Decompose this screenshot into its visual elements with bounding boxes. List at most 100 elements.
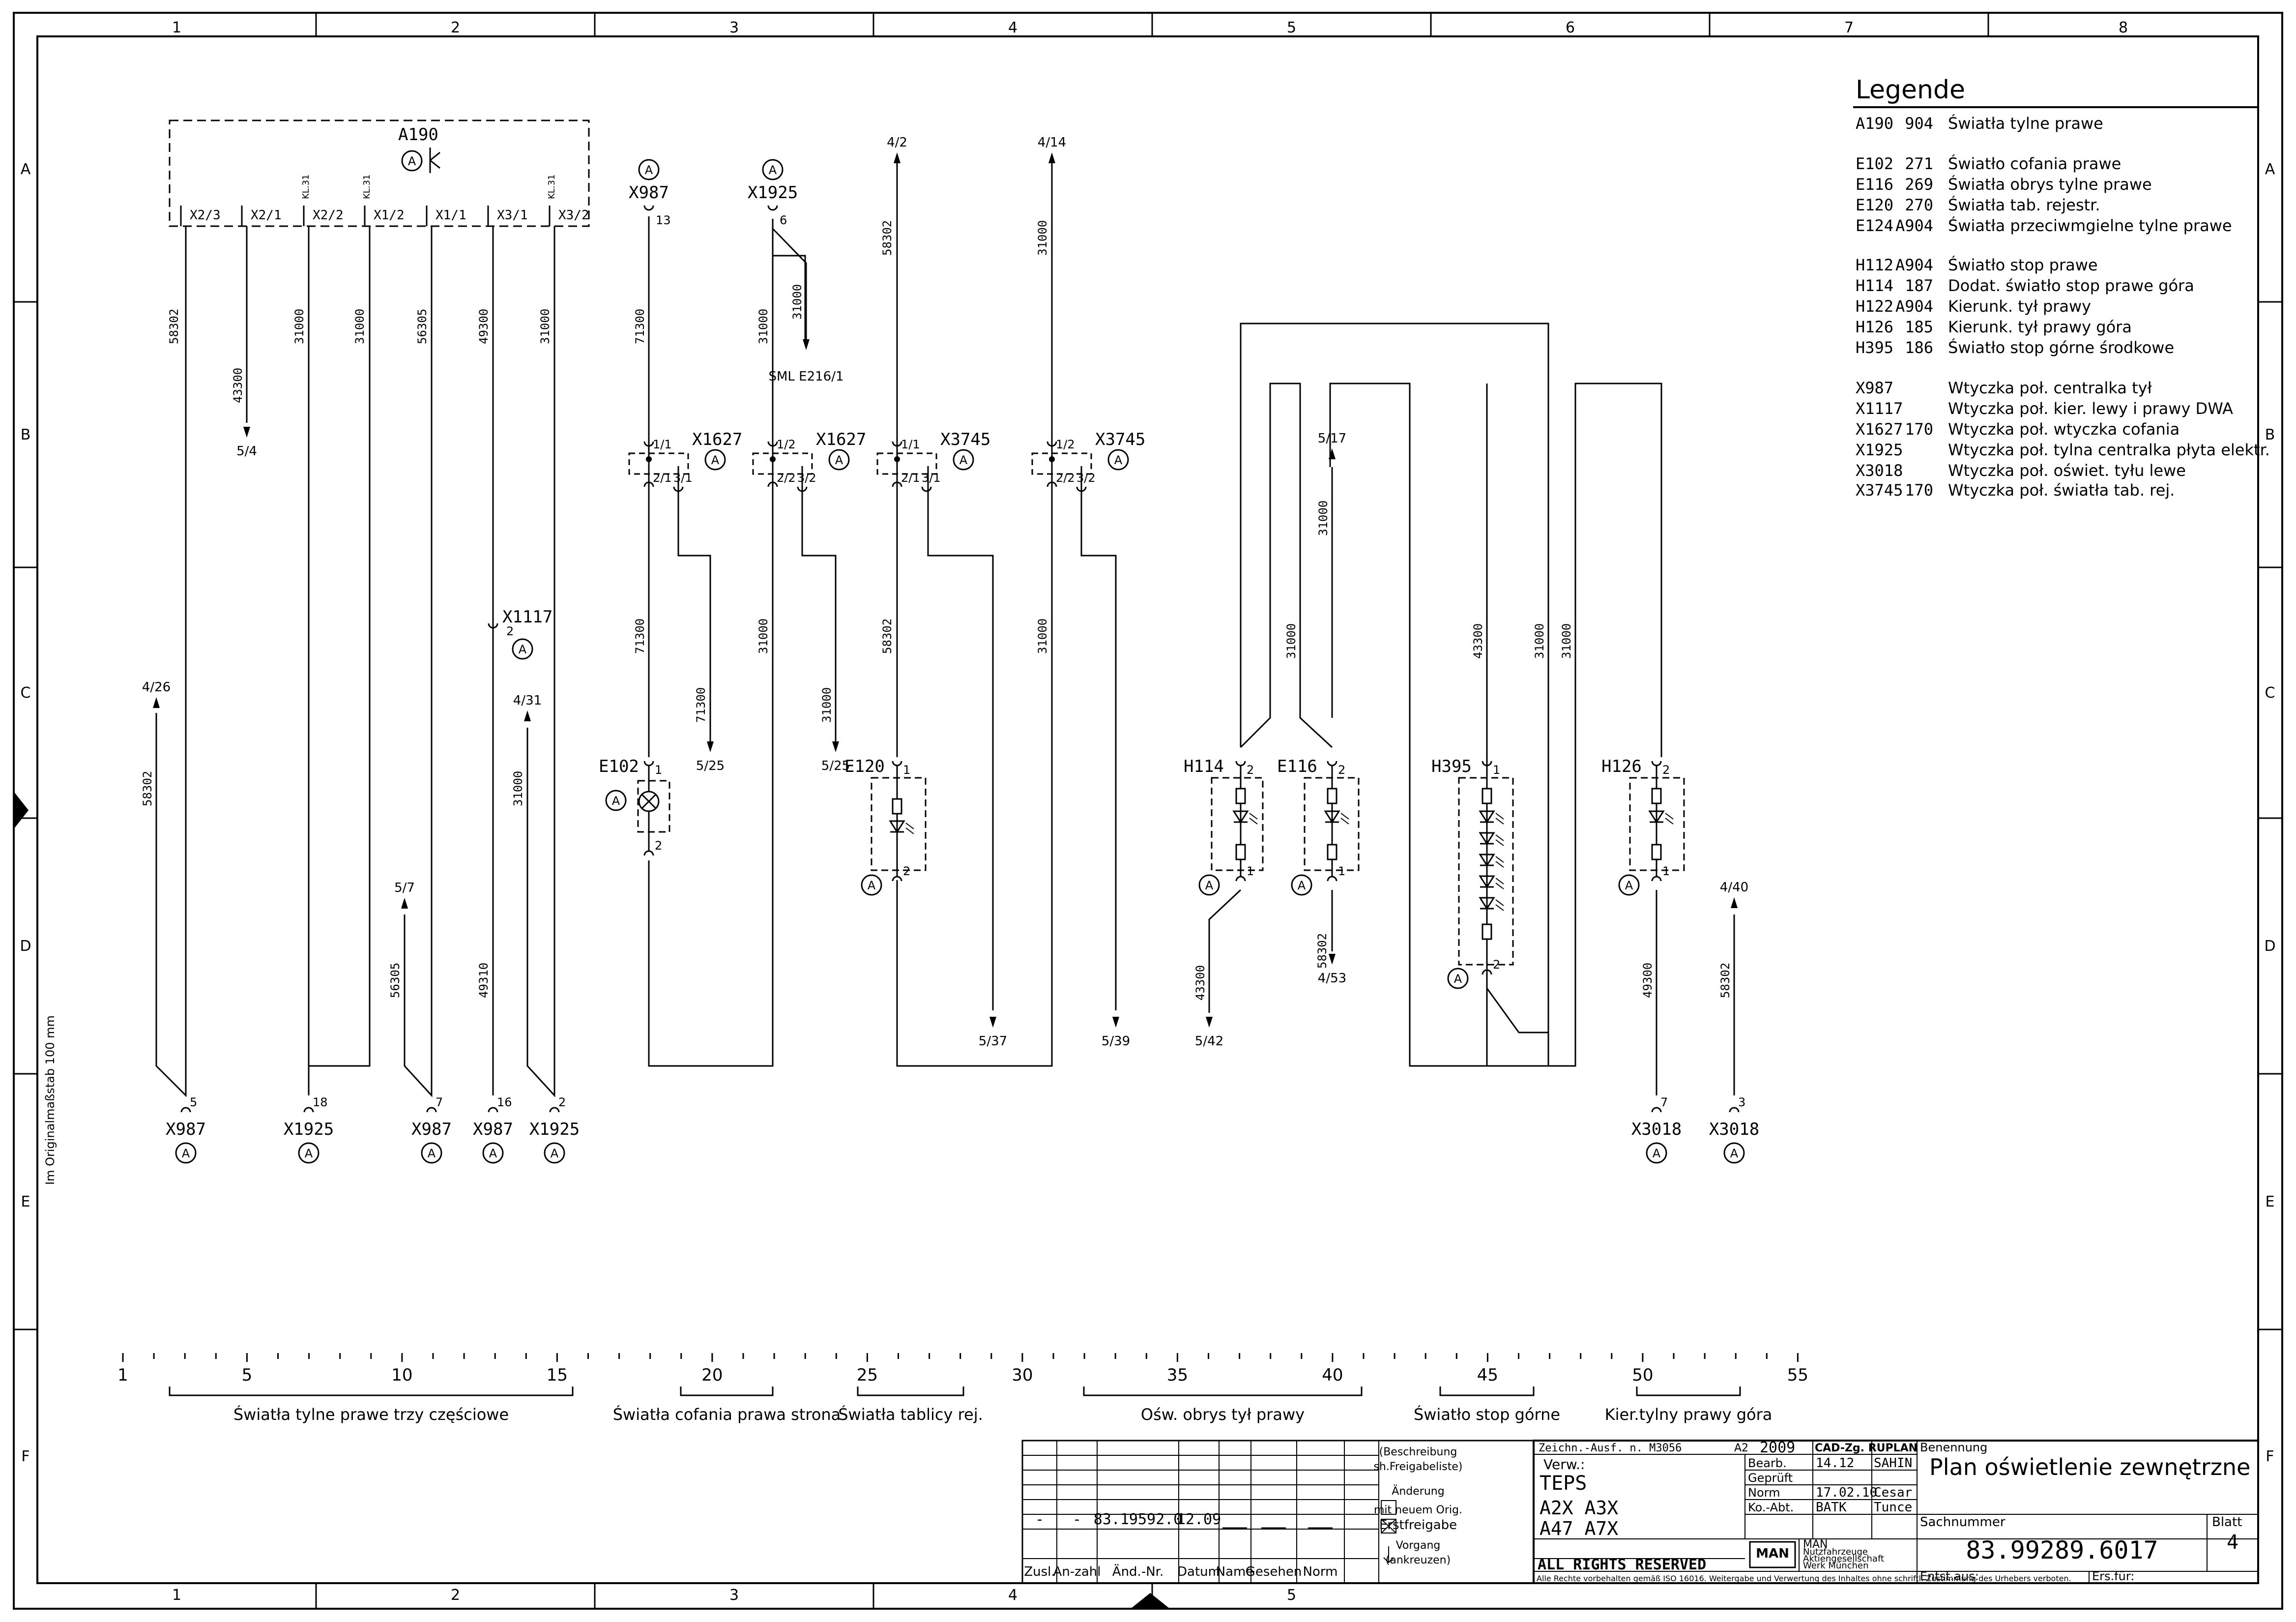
legend-text: Światła obrys tylne prawe [1948, 175, 2152, 194]
title-verw: Verw.: [1543, 1456, 1585, 1473]
connector-pin-icon [921, 486, 932, 492]
legend-text: Kierunk. tył prawy [1948, 297, 2091, 316]
revision-cell: - [1035, 1511, 1044, 1528]
scale-number: 25 [857, 1365, 878, 1385]
grid-column-label: 7 [1844, 19, 1854, 36]
revision-header: Zusl. [1024, 1564, 1055, 1579]
symbol-a-letter: A [428, 1147, 436, 1160]
legend-text: Światło stop prawe [1948, 255, 2098, 274]
component-symbol-a [1447, 968, 1469, 989]
connector-pin-icon [643, 481, 654, 487]
wire-label: 49310 [477, 963, 491, 998]
title-row-label: Bearb. [1748, 1456, 1787, 1470]
connector-name: X3745 [1095, 430, 1145, 449]
wire [772, 228, 807, 339]
connector-pin-icon [643, 205, 654, 211]
wire-label: 71300 [694, 687, 708, 723]
module-pin-label: X2/1 [251, 208, 282, 223]
cross-reference: 4/26 [142, 680, 171, 695]
module-pin-label: X2/3 [190, 208, 221, 223]
connector-name: X1117 [502, 607, 552, 627]
legend-number: 186 [1905, 338, 1933, 357]
symbol-a-letter: A [305, 1147, 313, 1160]
rights-text: ALL RIGHTS RESERVED [1538, 1556, 1706, 1573]
title-benennung-label: Benennung [1920, 1441, 1987, 1454]
connector-pin-icon [488, 623, 498, 629]
symbol-a-letter: A [182, 1147, 190, 1160]
grid-column-label: 1 [172, 1587, 181, 1604]
component-name: H395 [1431, 757, 1472, 776]
connector-pin-icon [1729, 1107, 1740, 1113]
legend-code: H122 [1856, 297, 1893, 316]
led-icon [1324, 810, 1340, 824]
grid-column-label: 8 [2119, 19, 2128, 36]
title-row-label: Norm [1748, 1486, 1780, 1500]
connector-pin-icon [1651, 1107, 1662, 1113]
connector-name: X987 [411, 1120, 452, 1139]
connector-pin-icon [767, 441, 778, 447]
connector-pin-icon [892, 761, 902, 767]
connector-pin: 2 [558, 1095, 566, 1109]
revision-note: Vorgang [1396, 1539, 1441, 1552]
legend-number: A904 [1895, 297, 1933, 316]
wire [1208, 889, 1242, 1013]
grid-column-label: 3 [729, 1587, 739, 1604]
wire [896, 162, 1053, 1067]
light-ray-icon [1495, 899, 1504, 911]
title-row-date: 17.02.10 [1816, 1485, 1877, 1500]
component-pin: 1 [655, 763, 662, 777]
legend-text: Światła przeciwmgielne tylne prawe [1948, 216, 2232, 235]
legend-text: Światło cofania prawe [1948, 154, 2121, 173]
check-cross-icon [1381, 1519, 1396, 1534]
grid-row-label: A [2265, 161, 2275, 178]
revision-cell: - [1073, 1511, 1081, 1528]
component-pin: 2 [903, 864, 910, 878]
wire-label: 71300 [633, 309, 647, 344]
title-zeichn: Zeichn.-Ausf. n. M3056 [1539, 1442, 1682, 1454]
connector-pin: 7 [1660, 1095, 1668, 1109]
legend-title: Legende [1856, 75, 1965, 105]
arrow-down-icon [832, 741, 839, 752]
connector-box [876, 452, 937, 475]
arrow-down-icon [1112, 1017, 1119, 1028]
wire-label: 31000 [790, 284, 804, 320]
cross-reference: 5/25 [821, 759, 850, 773]
grid-column-label: 1 [172, 19, 181, 36]
wire-label: 31000 [1036, 220, 1049, 256]
resistor-icon [1651, 788, 1662, 804]
legend-text: Światła tab. rejestr. [1948, 195, 2100, 214]
connector-name: X3018 [1709, 1120, 1759, 1139]
wire [648, 219, 774, 1067]
scale-group-label: Światła tylne prawe trzy częściowe [233, 1405, 509, 1424]
connector-symbol-a [828, 449, 850, 471]
scale-group-label: Kier.tylny prawy góra [1605, 1405, 1773, 1424]
connector-pin-icon [797, 486, 808, 492]
legend-number: A904 [1895, 256, 1933, 274]
scale-bracket [1636, 1386, 1741, 1396]
title-row-date: 14.12 [1816, 1456, 1854, 1471]
connector-symbol-a [1107, 449, 1129, 471]
title-models: A47 A7X [1540, 1518, 1618, 1539]
grid-row-label: D [20, 938, 31, 955]
symbol-a-letter: A [1625, 879, 1633, 892]
scale-number: 30 [1012, 1365, 1033, 1385]
legend-number: 170 [1905, 481, 1933, 500]
arrow-down-icon [803, 339, 810, 350]
connector-box [752, 452, 813, 475]
led-icon [1479, 897, 1495, 910]
connector-name: X1627 [816, 430, 866, 449]
drawing-number: 83.99289.6017 [1966, 1536, 2158, 1564]
cross-reference: 5/37 [979, 1034, 1007, 1049]
grid-column-label: 6 [1566, 19, 1575, 36]
symbol-a-letter: A [769, 163, 777, 177]
arrow-up-icon [1731, 897, 1738, 908]
title-row-label: Ko.-Abt. [1748, 1501, 1794, 1514]
light-ray-icon [1495, 834, 1504, 846]
connector-pin: 13 [656, 213, 671, 227]
connector-pin: 1/1 [901, 438, 920, 451]
connector-pin-icon [1076, 486, 1087, 492]
led-icon [1232, 810, 1249, 824]
connector-symbol-a [544, 1142, 565, 1164]
